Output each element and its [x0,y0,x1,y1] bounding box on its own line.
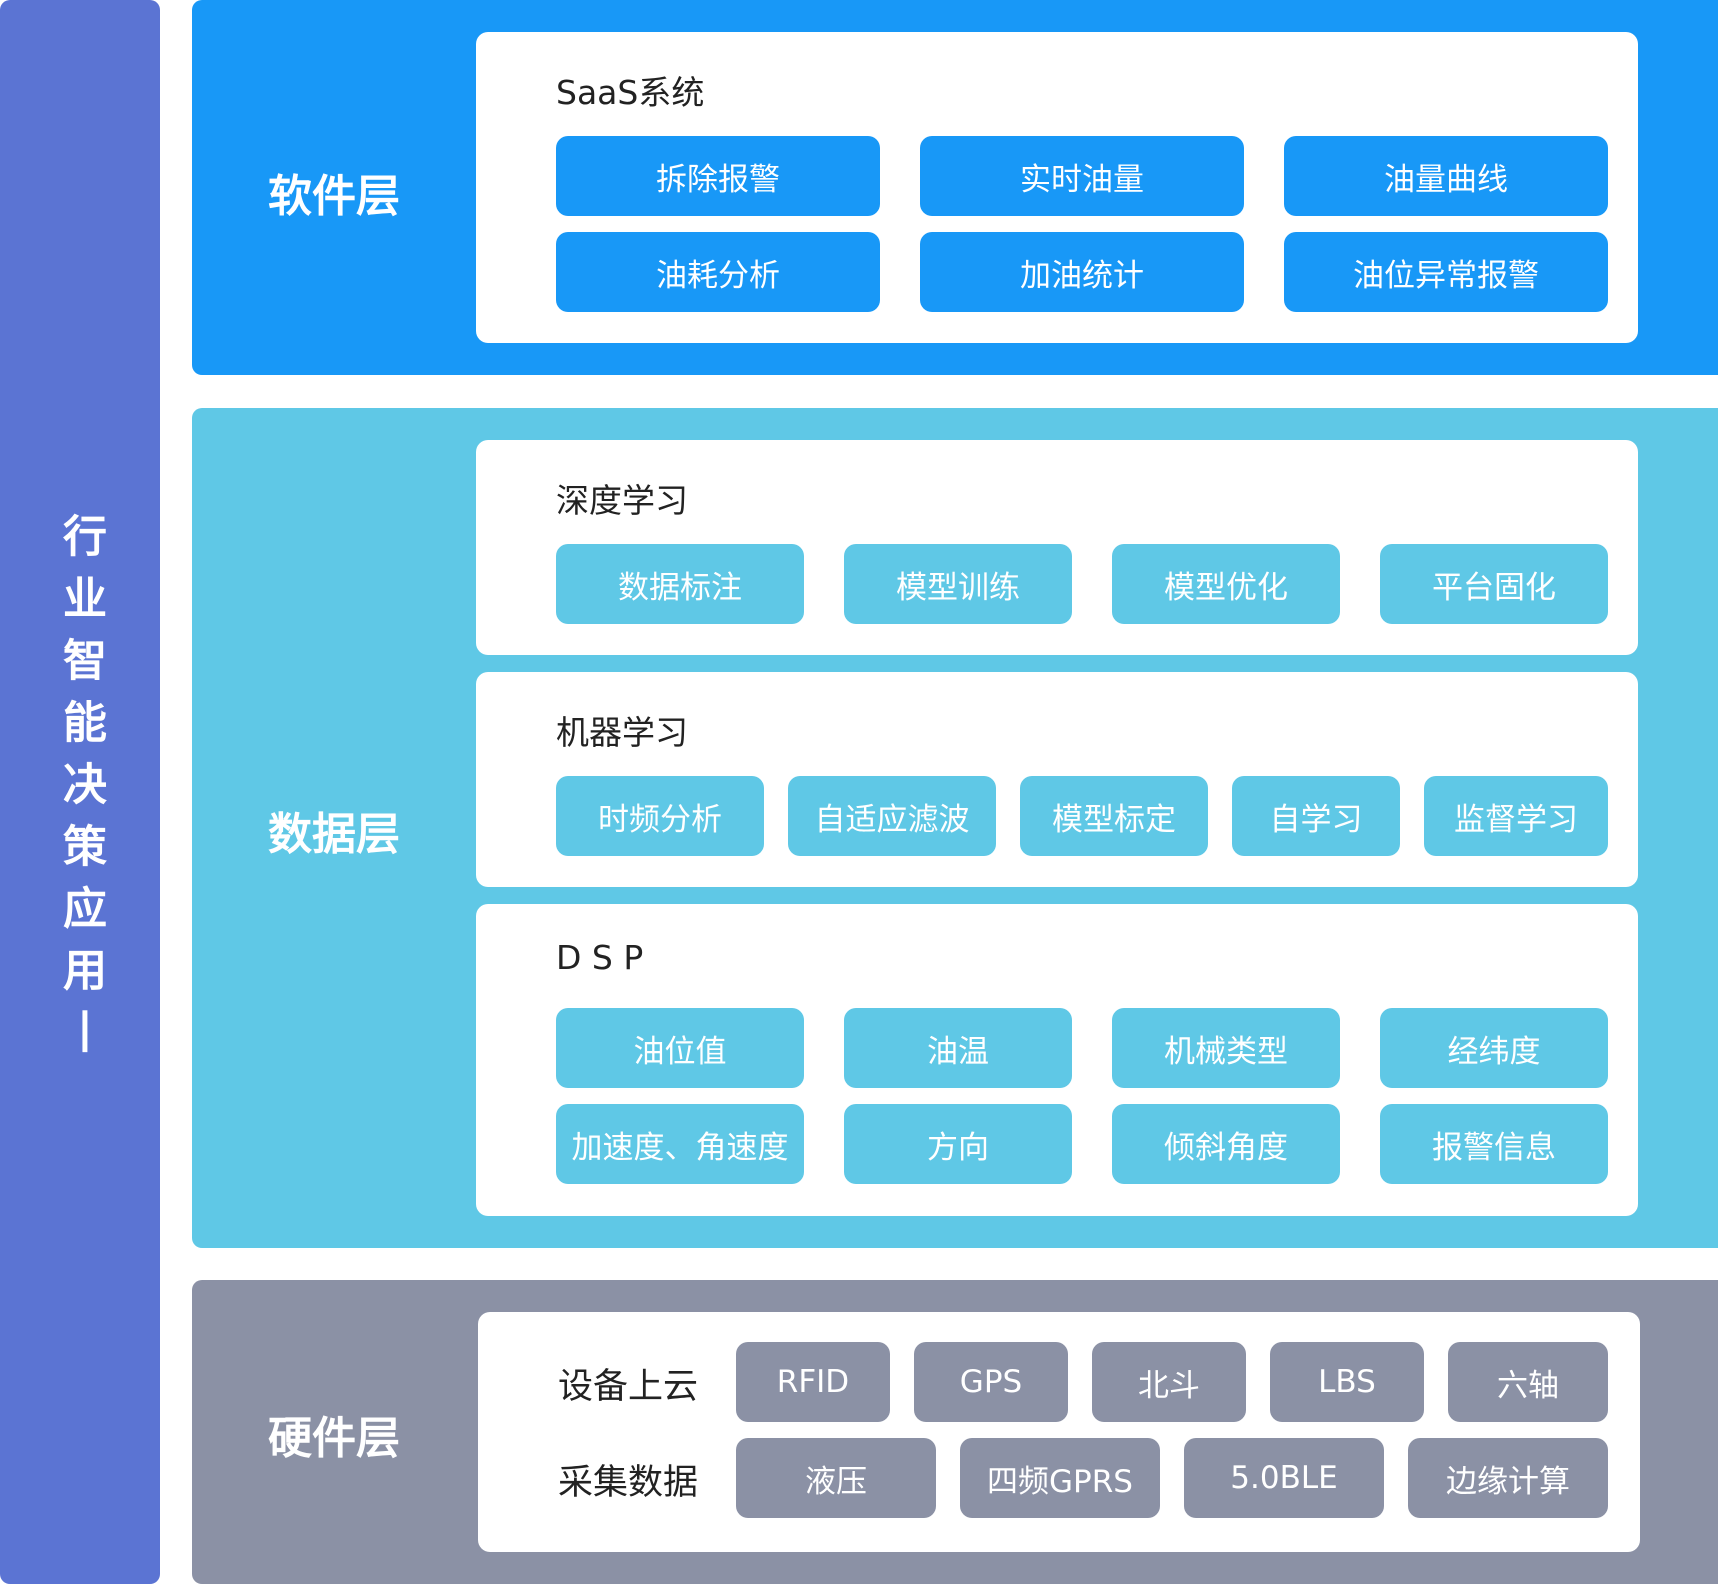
dsp-item[interactable]: 机械类型 [1112,1008,1340,1088]
saas-item[interactable]: 实时油量 [920,136,1244,216]
machine-learning-item[interactable]: 监督学习 [1424,776,1608,856]
saas-item[interactable]: 油量曲线 [1284,136,1608,216]
data-layer: 数据层 深度学习 数据标注 模型训练 模型优化 平台固化 机器学习 时频分析 自… [192,408,1718,1248]
saas-item[interactable]: 油位异常报警 [1284,232,1608,312]
dsp-item[interactable]: 油位值 [556,1008,804,1088]
dsp-title: D S P [556,938,644,977]
device-cloud-label: 设备上云 [558,1367,699,1407]
machine-learning-item[interactable]: 时频分析 [556,776,764,856]
device-cloud-item[interactable]: RFID [736,1342,890,1422]
sidebar-title: 行业智能决策应用丨 [55,513,106,1071]
data-layer-title: 数据层 [268,809,400,860]
software-layer: 软件层 SaaS系统 拆除报警 实时油量 油量曲线 油耗分析 加油统计 油位异常… [192,0,1718,375]
deep-learning-item[interactable]: 模型训练 [844,544,1072,624]
sidebar-banner: 行业智能决策应用丨 [0,0,160,1584]
machine-learning-panel: 机器学习 时频分析 自适应滤波 模型标定 自学习 监督学习 [476,672,1638,887]
deep-learning-title: 深度学习 [556,481,688,520]
data-collect-item[interactable]: 5.0BLE [1184,1438,1384,1518]
machine-learning-item[interactable]: 模型标定 [1020,776,1208,856]
device-cloud-item[interactable]: GPS [914,1342,1068,1422]
device-cloud-item[interactable]: 六轴 [1448,1342,1608,1422]
dsp-item[interactable]: 加速度、角速度 [556,1104,804,1184]
data-collect-item[interactable]: 边缘计算 [1408,1438,1608,1518]
deep-learning-panel: 深度学习 数据标注 模型训练 模型优化 平台固化 [476,440,1638,655]
dsp-item[interactable]: 报警信息 [1380,1104,1608,1184]
saas-item[interactable]: 加油统计 [920,232,1244,312]
data-collect-label: 采集数据 [558,1463,699,1503]
deep-learning-item[interactable]: 数据标注 [556,544,804,624]
data-collect-item[interactable]: 液压 [736,1438,936,1518]
dsp-item[interactable]: 油温 [844,1008,1072,1088]
hardware-layer: 硬件层 设备上云 RFID GPS 北斗 LBS 六轴 采集数据 液压 四频GP… [192,1280,1718,1584]
saas-item[interactable]: 拆除报警 [556,136,880,216]
software-layer-title: 软件层 [268,171,400,222]
dsp-item[interactable]: 方向 [844,1104,1072,1184]
machine-learning-title: 机器学习 [556,713,688,752]
dsp-item[interactable]: 经纬度 [1380,1008,1608,1088]
data-collect-item[interactable]: 四频GPRS [960,1438,1160,1518]
device-cloud-item[interactable]: 北斗 [1092,1342,1246,1422]
deep-learning-item[interactable]: 平台固化 [1380,544,1608,624]
hardware-layer-title: 硬件层 [268,1413,400,1464]
dsp-panel: D S P 油位值 油温 机械类型 经纬度 加速度、角速度 方向 倾斜角度 报警… [476,904,1638,1216]
saas-panel-title: SaaS系统 [556,73,705,112]
deep-learning-item[interactable]: 模型优化 [1112,544,1340,624]
saas-panel: SaaS系统 拆除报警 实时油量 油量曲线 油耗分析 加油统计 油位异常报警 [476,32,1638,343]
machine-learning-item[interactable]: 自适应滤波 [788,776,996,856]
device-cloud-item[interactable]: LBS [1270,1342,1424,1422]
dsp-item[interactable]: 倾斜角度 [1112,1104,1340,1184]
saas-item[interactable]: 油耗分析 [556,232,880,312]
hardware-panel: 设备上云 RFID GPS 北斗 LBS 六轴 采集数据 液压 四频GPRS 5… [478,1312,1640,1552]
machine-learning-item[interactable]: 自学习 [1232,776,1400,856]
